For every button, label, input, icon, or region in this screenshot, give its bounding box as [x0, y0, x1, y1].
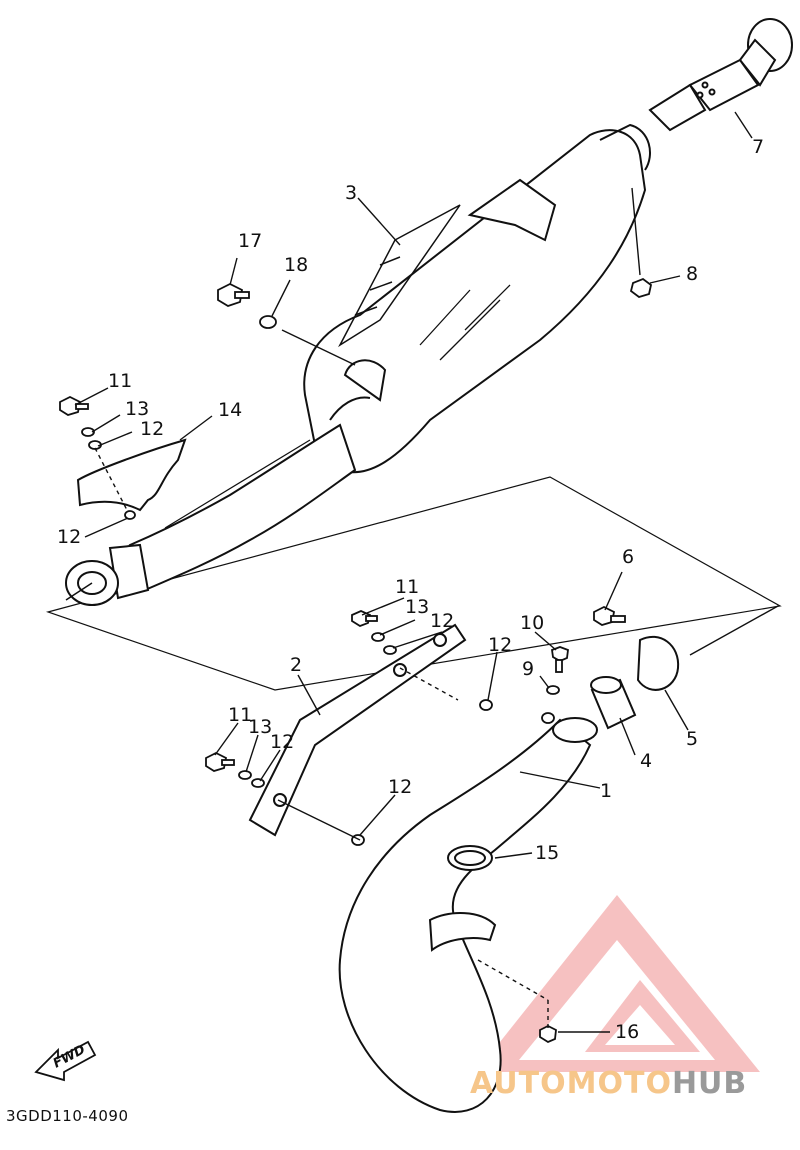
callout-part-6: 6 — [622, 546, 635, 568]
callout-part-16: 16 — [615, 1021, 640, 1043]
fwd-arrow-icon: FWD — [34, 1040, 97, 1082]
callout-part-2: 2 — [290, 654, 303, 676]
spark-arrester — [648, 18, 793, 132]
watermark-text: AUTOMOTOHUB — [470, 1066, 747, 1101]
callout-part-7: 7 — [752, 136, 765, 158]
callout-part-5: 5 — [686, 728, 699, 750]
end-cap — [65, 543, 150, 606]
callout-part-17: 17 — [238, 230, 263, 252]
pipe-bracket — [248, 623, 467, 837]
callout-part-12-right: 12 — [488, 634, 513, 656]
heat-shield-bracket — [76, 438, 187, 512]
callout-part-10: 10 — [520, 612, 545, 634]
callout-part-12-upper: 12 — [140, 418, 165, 440]
watermark-text-secondary: HUB — [671, 1066, 748, 1101]
clamp — [636, 635, 680, 691]
watermark-logo — [476, 895, 760, 1072]
callout-part-9: 9 — [522, 658, 535, 680]
callout-part-14: 14 — [218, 399, 243, 421]
leader-lines — [74, 111, 779, 1033]
callout-part-12-bottom: 12 — [388, 776, 413, 798]
exhaust-gasket — [447, 845, 493, 871]
callout-part-11-upper: 11 — [108, 370, 133, 392]
callout-part-13-upper: 13 — [125, 398, 150, 420]
watermark-text-primary: AUTOMOTO — [470, 1066, 672, 1101]
callout-part-12-left: 12 — [57, 526, 82, 548]
callout-part-8: 8 — [686, 263, 699, 285]
callout-part-3: 3 — [345, 182, 358, 204]
joint-gasket — [590, 676, 637, 730]
callout-part-12-middle: 12 — [430, 610, 455, 632]
callout-part-1: 1 — [600, 780, 613, 802]
callout-part-13-middle: 13 — [405, 596, 430, 618]
muffler — [303, 123, 651, 474]
callout-part-12-lower: 12 — [270, 731, 295, 753]
callout-part-13-lower: 13 — [248, 716, 273, 738]
fasteners — [59, 277, 653, 1044]
callout-part-18: 18 — [284, 254, 309, 276]
figure-code: 3GDD110-4090 — [6, 1107, 129, 1125]
callout-part-4: 4 — [640, 750, 653, 772]
callout-part-11-lower: 11 — [228, 704, 253, 726]
callout-part-11-middle: 11 — [395, 576, 420, 598]
callout-part-15: 15 — [535, 842, 560, 864]
frame-outline — [45, 476, 782, 691]
exhaust-pipe — [338, 717, 598, 1113]
